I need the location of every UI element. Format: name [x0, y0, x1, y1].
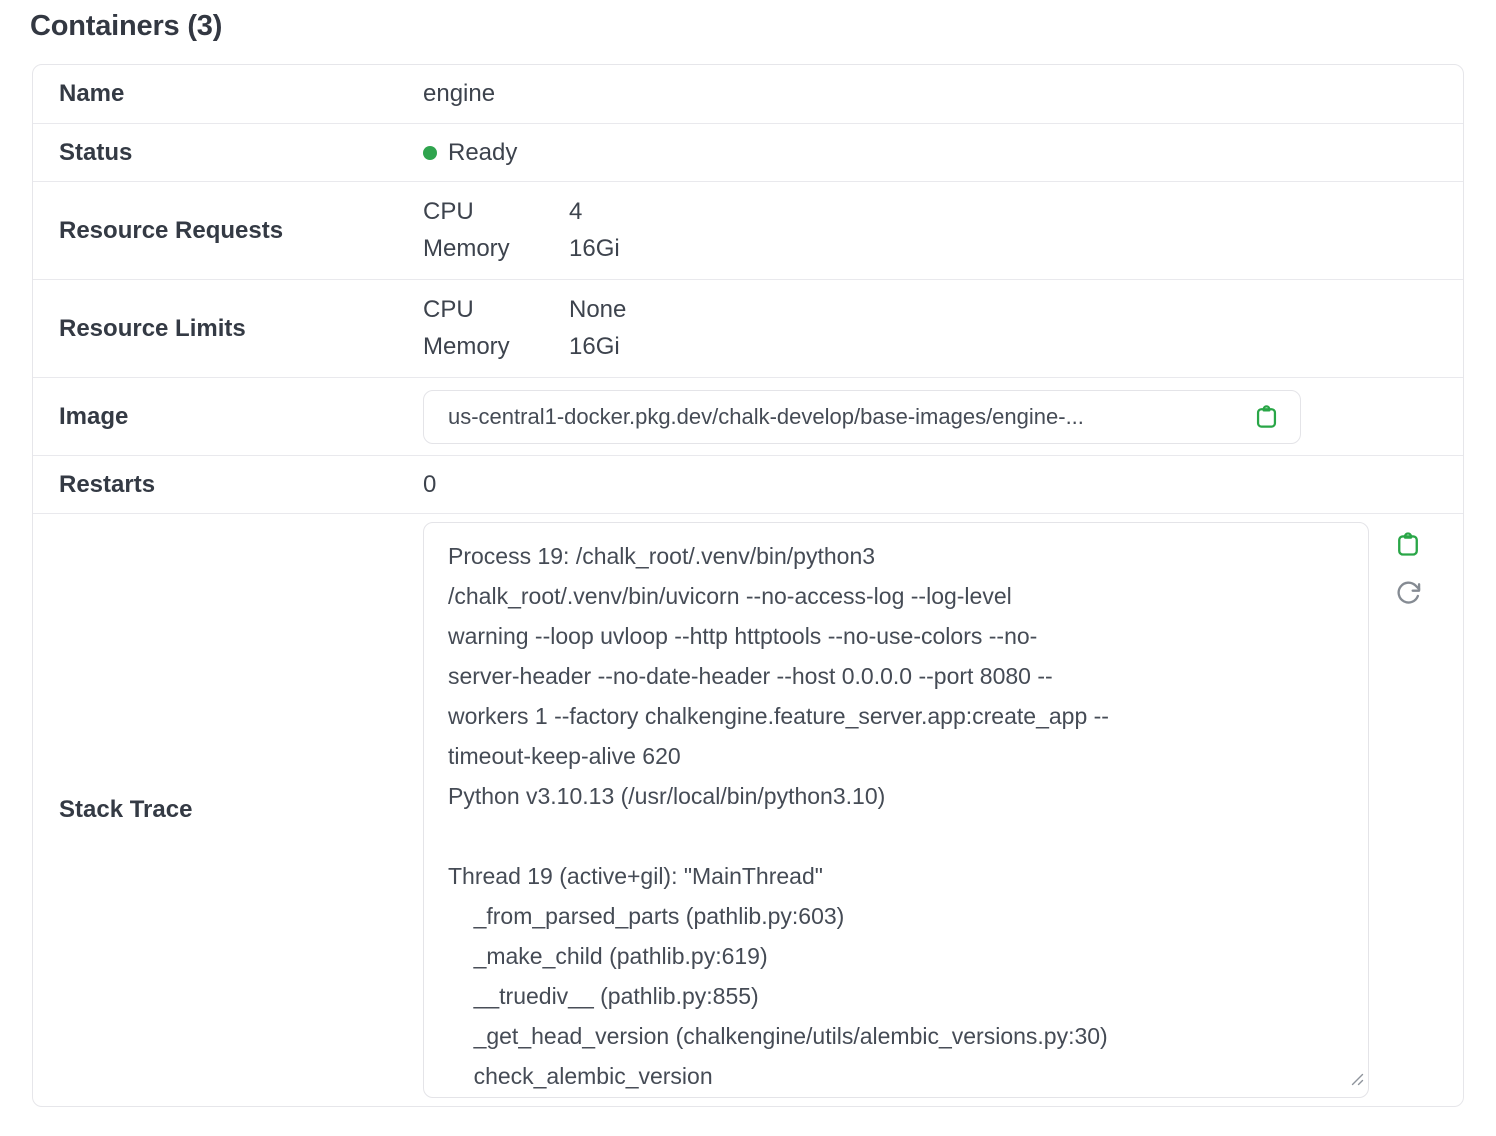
resource-requests-values: CPU 4 Memory 16Gi [423, 198, 1463, 263]
stack-trace-label: Stack Trace [59, 796, 193, 823]
copy-image-button[interactable] [1253, 403, 1280, 430]
status-label: Status [59, 138, 133, 166]
restarts-label: Restarts [59, 470, 156, 498]
limits-cpu-value: None [569, 296, 627, 323]
requests-memory-key: Memory [423, 235, 510, 262]
table-row-stack-trace: Stack Trace Process 19: /chalk_root/.ven… [33, 513, 1463, 1106]
requests-cpu-value: 4 [569, 198, 583, 225]
table-row-resource-limits: Resource Limits CPU None Memory 16Gi [33, 279, 1463, 377]
table-row-status: Status Ready [33, 123, 1463, 181]
refresh-icon [1394, 579, 1422, 607]
table-row-restarts: Restarts 0 [33, 455, 1463, 513]
containers-panel: Containers (3) Name engine Status Ready … [30, 10, 1464, 1107]
requests-cpu-key: CPU [423, 198, 474, 225]
image-label: Image [59, 402, 129, 430]
status-text: Ready [448, 138, 518, 166]
name-value: engine [423, 80, 496, 107]
resource-requests-label: Resource Requests [59, 216, 284, 244]
limits-memory-key: Memory [423, 333, 510, 360]
stack-trace-actions [1394, 522, 1422, 607]
resource-limits-label: Resource Limits [59, 314, 246, 342]
status-value: Ready [423, 139, 1463, 167]
page-title: Containers (3) [30, 10, 223, 42]
restarts-value: 0 [423, 470, 437, 498]
clipboard-icon [1253, 403, 1280, 430]
container-details-table: Name engine Status Ready Resource Reques… [32, 64, 1464, 1107]
limits-memory-value: 16Gi [569, 333, 620, 360]
resize-handle-icon[interactable] [1350, 1065, 1364, 1093]
image-url-box[interactable]: us-central1-docker.pkg.dev/chalk-develop… [423, 389, 1301, 444]
stack-trace-textarea[interactable]: Process 19: /chalk_root/.venv/bin/python… [423, 522, 1369, 1098]
copy-stack-trace-button[interactable] [1394, 530, 1422, 558]
stack-trace-container: Process 19: /chalk_root/.venv/bin/python… [423, 522, 1369, 1098]
requests-memory-value: 16Gi [569, 235, 620, 262]
table-row-name: Name engine [33, 65, 1463, 123]
image-url: us-central1-docker.pkg.dev/chalk-develop… [448, 403, 1084, 429]
name-label: Name [59, 80, 125, 107]
status-dot-icon [423, 145, 437, 160]
resource-limits-values: CPU None Memory 16Gi [423, 296, 1463, 361]
table-row-image: Image us-central1-docker.pkg.dev/chalk-d… [33, 377, 1463, 455]
limits-cpu-key: CPU [423, 296, 474, 323]
clipboard-icon [1394, 530, 1422, 558]
table-row-resource-requests: Resource Requests CPU 4 Memory 16Gi [33, 181, 1463, 279]
refresh-stack-trace-button[interactable] [1394, 579, 1422, 607]
